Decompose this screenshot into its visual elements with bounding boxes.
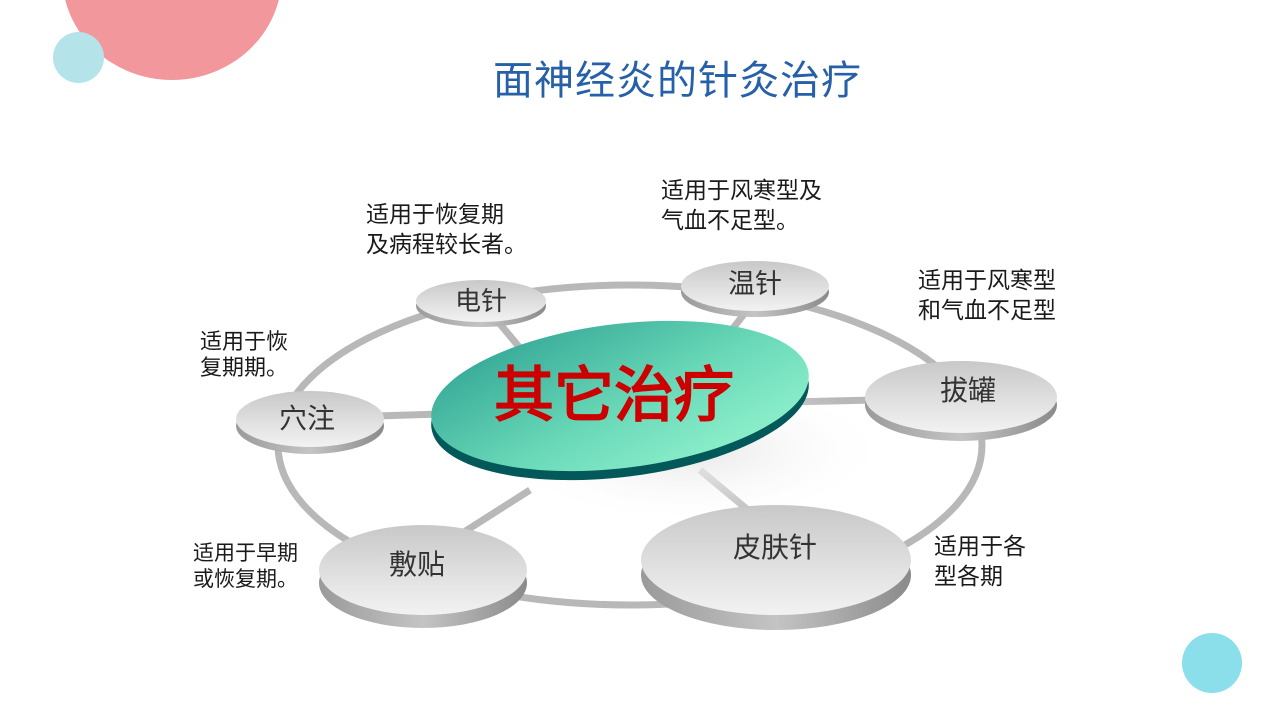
- note-baguan: 适用于风寒型 和气血不足型: [918, 266, 1056, 326]
- note-line: 适用于风寒型: [918, 268, 1056, 294]
- note-xuezhu: 适用于恢 复期期。: [200, 330, 288, 382]
- note-line: 和气血不足型: [918, 298, 1056, 324]
- node-label: 拔罐: [940, 374, 996, 407]
- note-line: 适用于恢: [200, 330, 289, 355]
- node-dianzhen: 电针: [416, 280, 546, 327]
- node-futie: 敷贴: [319, 525, 527, 628]
- node-xuezhu: 穴注: [236, 391, 384, 454]
- node-label: 温针: [728, 269, 782, 300]
- decor-cyan-circle-small: [53, 32, 104, 83]
- note-wenzhen: 适用于风寒型及 气血不足型。: [661, 176, 822, 236]
- node-wenzhen: 温针: [681, 261, 829, 317]
- note-line: 气血不足型。: [661, 208, 799, 234]
- node-label: 皮肤针: [733, 531, 817, 564]
- node-baguan: 拔罐: [865, 361, 1057, 441]
- note-line: 适用于风寒型及: [661, 178, 822, 204]
- note-line: 型各期: [934, 564, 1003, 590]
- note-dianzhen: 适用于恢复期 及病程较长者。: [366, 200, 527, 260]
- center-disc: 其它治疗: [431, 320, 809, 481]
- slide-title: 面神经炎的针灸治疗: [493, 58, 862, 104]
- node-label: 电针: [455, 287, 507, 317]
- node-label: 穴注: [279, 402, 335, 435]
- node-pifuzhen: 皮肤针: [641, 505, 911, 630]
- center-label: 其它治疗: [494, 361, 734, 431]
- note-line: 适用于早期: [193, 541, 298, 565]
- note-line: 适用于各: [934, 534, 1026, 560]
- note-pifuzhen: 适用于各 型各期: [934, 532, 1026, 592]
- note-line: 适用于恢复期: [366, 202, 504, 228]
- node-label: 敷贴: [389, 548, 445, 581]
- note-futie: 适用于早期 或恢复期。: [193, 540, 298, 592]
- note-line: 复期期。: [200, 356, 289, 381]
- note-line: 及病程较长者。: [366, 232, 527, 258]
- decor-cyan-circle-bottom: [1182, 633, 1242, 693]
- note-line: 或恢复期。: [193, 567, 298, 591]
